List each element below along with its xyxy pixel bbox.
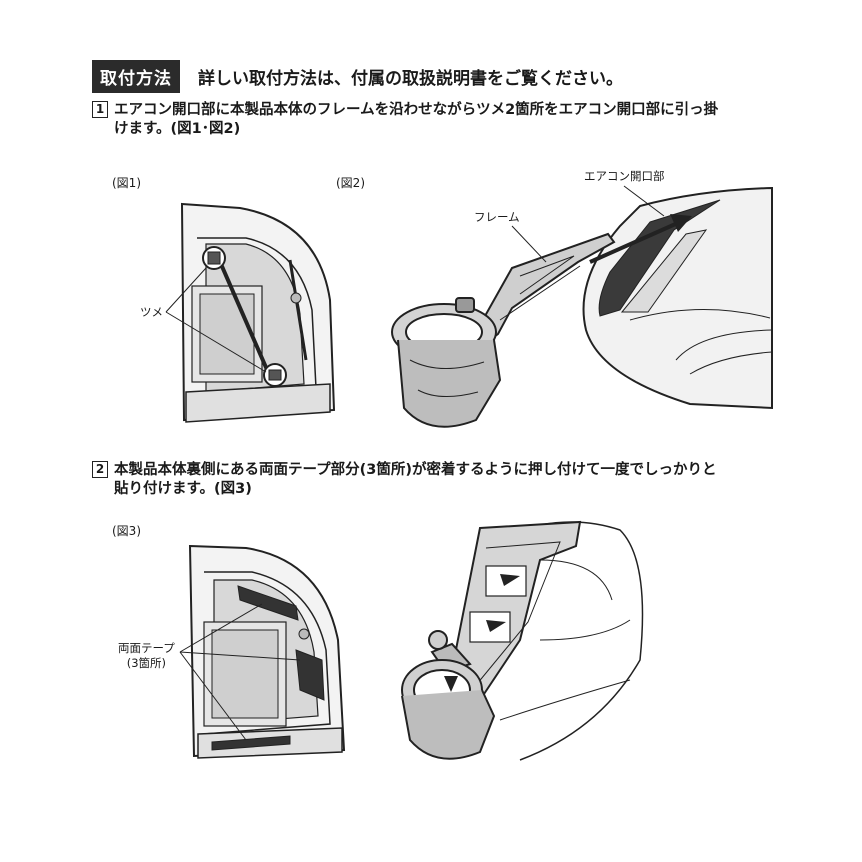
section-badge: 取付方法 (92, 60, 180, 93)
section-header: 取付方法 詳しい取付方法は、付属の取扱説明書をご覧ください。 (92, 60, 623, 93)
frame-callout: フレーム (474, 210, 520, 224)
figure-2-label: (図2) (336, 176, 365, 190)
step-number: 1 (92, 101, 108, 118)
tape-callout: 両面テープ (3箇所) (118, 641, 175, 671)
section-title: 詳しい取付方法は、付属の取扱説明書をご覧ください。 (198, 69, 623, 89)
step-text-line1: エアコン開口部に本製品本体のフレームを沿わせながらツメ2箇所をエアコン開口部に引… (114, 102, 719, 118)
step-text-line2: けます。(図1･図2) (114, 121, 241, 137)
figure-3-label: (図3) (112, 524, 141, 538)
step-text-line2: 貼り付けます。(図3) (114, 481, 252, 497)
tape-callout-line2: (3箇所) (126, 656, 167, 670)
claw-callout: ツメ (140, 305, 163, 319)
tape-callout-line1: 両面テープ (118, 641, 175, 655)
step-text-line1: 本製品本体裏側にある両面テープ部分(3箇所)が密着するように押し付けて一度でしっ… (114, 462, 717, 478)
step-1: 1 エアコン開口部に本製品本体のフレームを沿わせながらツメ2箇所をエアコン開口部に… (92, 101, 718, 139)
step-number: 2 (92, 461, 108, 478)
vent-opening-callout: エアコン開口部 (584, 169, 665, 183)
figure-1-label: (図1) (112, 176, 141, 190)
step-2: 2 本製品本体裏側にある両面テープ部分(3箇所)が密着するように押し付けて一度でし… (92, 461, 716, 499)
